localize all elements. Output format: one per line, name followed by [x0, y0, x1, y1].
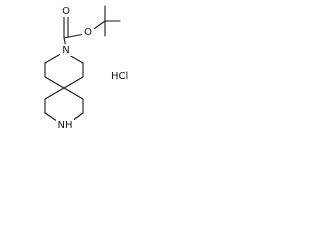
label-backdrop [82, 26, 94, 38]
label-backdrop [56, 119, 74, 131]
bond-ring2-f [63, 87, 84, 100]
label-backdrop [59, 5, 73, 17]
ester-oxygen-label: O [84, 27, 92, 38]
bond-ring1-f [68, 54, 84, 64]
bond-ring1-d [63, 76, 84, 89]
molecule-drawing: O O N NH HCl [44, 5, 128, 131]
carbonyl-oxygen-label: O [62, 6, 70, 17]
nitrogen-bottom-label: NH [58, 120, 73, 131]
label-backdrop [60, 44, 73, 56]
bond-ring2-a [44, 87, 65, 100]
bond-lines [44, 5, 121, 122]
nitrogen-top-label: N [62, 45, 69, 56]
bond-o-carbonyl [63, 33, 85, 39]
atom-labels: O O N NH [56, 5, 94, 131]
bond-ring1-c [44, 76, 65, 89]
salt-label: HCl [111, 71, 128, 82]
structure-diagram: O O N NH HCl [0, 0, 149, 170]
bond-ring2-c [44, 112, 58, 122]
